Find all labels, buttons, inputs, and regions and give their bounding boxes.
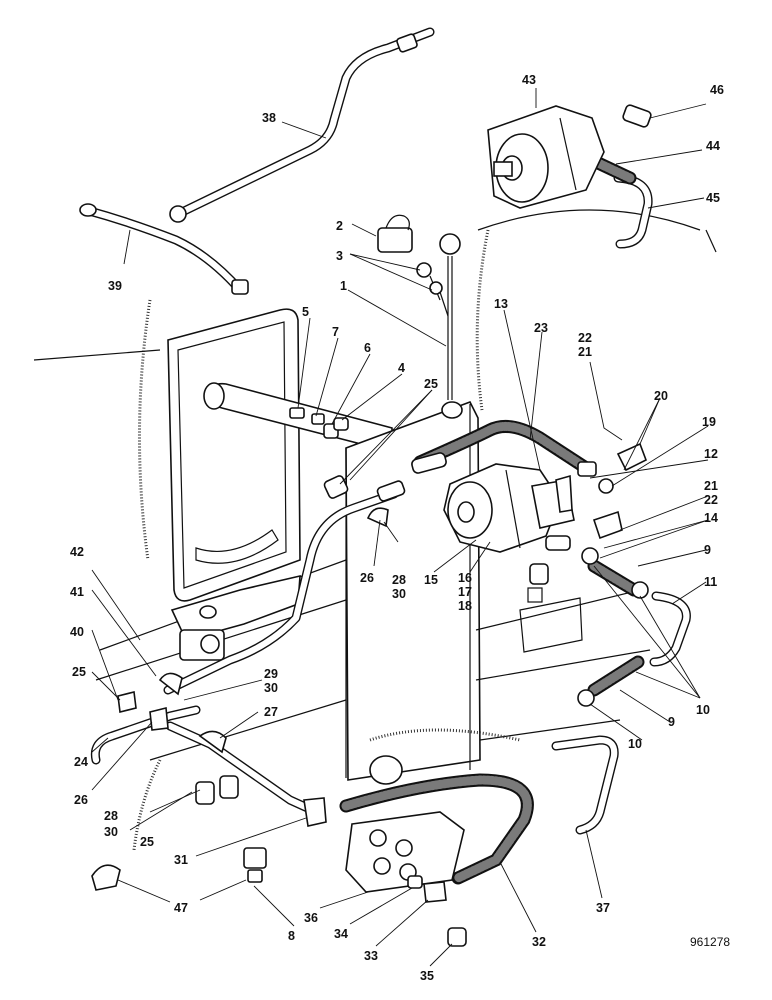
callout-27: 27 (264, 705, 278, 719)
callout-3: 3 (336, 249, 343, 263)
callout-26a: 26 (360, 571, 374, 585)
callout-19: 19 (702, 415, 716, 429)
callout-25b: 25 (72, 665, 86, 679)
callout-39: 39 (108, 279, 122, 293)
callout-38: 38 (262, 111, 276, 125)
callout-41: 41 (70, 585, 84, 599)
callout-40: 40 (70, 625, 84, 639)
hoses (339, 155, 645, 885)
callout-45: 45 (706, 191, 720, 205)
callout-33: 33 (364, 949, 378, 963)
callout-35: 35 (420, 969, 434, 983)
callout-10a: 10 (696, 703, 710, 717)
callout-18: 18 (458, 599, 472, 613)
callout-47: 47 (174, 901, 188, 915)
callout-24: 24 (74, 755, 88, 769)
callout-25c: 25 (140, 835, 154, 849)
callouts: 1 2 3 4 5 6 7 8 9 9 10 10 11 12 13 14 15… (70, 73, 724, 983)
callout-22a: 22 (578, 331, 592, 345)
callout-13: 13 (494, 297, 508, 311)
callout-29: 29 (264, 667, 278, 681)
callout-31: 31 (174, 853, 188, 867)
callout-28b: 28 (104, 809, 118, 823)
callout-15: 15 (424, 573, 438, 587)
frame-structure (95, 209, 717, 851)
leader-lines (91, 88, 709, 967)
callout-11: 11 (704, 575, 717, 589)
callout-21b: 21 (704, 479, 718, 493)
pipes (79, 27, 691, 835)
callout-6: 6 (364, 341, 371, 355)
callout-36: 36 (304, 911, 318, 925)
fitting-46 (622, 104, 652, 128)
pump-43 (487, 105, 605, 209)
callout-46: 46 (710, 83, 724, 97)
callout-9a: 9 (704, 543, 711, 557)
callout-16: 16 (458, 571, 472, 585)
callout-9b: 9 (668, 715, 675, 729)
callout-20: 20 (654, 389, 668, 403)
drawing-reference-number: 961278 (690, 935, 730, 949)
callout-30b: 30 (264, 681, 278, 695)
callout-32: 32 (532, 935, 546, 949)
callout-26b: 26 (74, 793, 88, 807)
callout-42: 42 (70, 545, 84, 559)
callout-21a: 21 (578, 345, 592, 359)
callout-30a: 30 (392, 587, 406, 601)
callout-37: 37 (596, 901, 610, 915)
callout-1: 1 (340, 279, 347, 293)
callout-4: 4 (398, 361, 405, 375)
callout-23: 23 (534, 321, 548, 335)
callout-44: 44 (706, 139, 720, 153)
callout-7: 7 (332, 325, 339, 339)
callout-12: 12 (704, 447, 718, 461)
small-parts (33, 214, 649, 947)
callout-22b: 22 (704, 493, 718, 507)
callout-10b: 10 (628, 737, 642, 751)
callout-30c: 30 (104, 825, 118, 839)
callout-2: 2 (336, 219, 343, 233)
callout-8: 8 (288, 929, 295, 943)
callout-43: 43 (522, 73, 536, 87)
callout-17: 17 (458, 585, 472, 599)
callout-5: 5 (302, 305, 309, 319)
callout-14: 14 (704, 511, 718, 525)
callout-34: 34 (334, 927, 348, 941)
callout-25a: 25 (424, 377, 438, 391)
callout-28a: 28 (392, 573, 406, 587)
